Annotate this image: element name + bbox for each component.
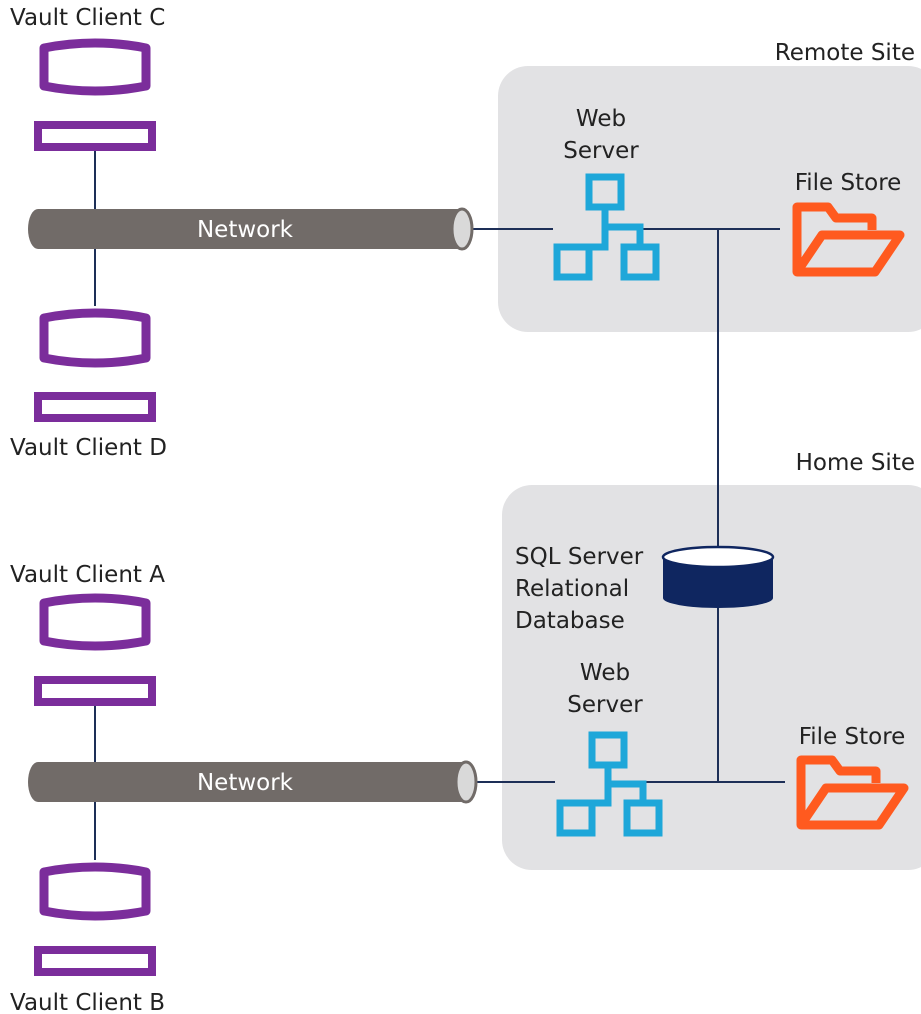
network-label-bottom: Network [197, 770, 294, 796]
folder-open-icon [792, 202, 905, 277]
client-label-d: Vault Client D [10, 435, 167, 461]
remote-web-server-label-line2: Server [563, 138, 639, 164]
folder-open-icon [796, 755, 909, 830]
network-label-top: Network [197, 217, 294, 243]
database-label-line1: SQL Server [515, 544, 644, 570]
home-site-panel [502, 485, 921, 870]
computer-icon [34, 38, 156, 151]
database-label-line3: Database [515, 608, 625, 634]
database-label-line2: Relational [515, 576, 629, 602]
client-label-c: Vault Client C [10, 5, 165, 31]
computer-icon [34, 593, 156, 706]
hierarchy-icon [553, 173, 660, 281]
home-web-server-label-line1: Web [580, 660, 630, 686]
remote-site-label: Remote Site [775, 40, 915, 66]
database-icon [661, 545, 775, 608]
remote-file-store-label: File Store [795, 170, 902, 196]
client-label-a: Vault Client A [10, 562, 165, 588]
connection-lines [94, 150, 785, 860]
home-site-label: Home Site [796, 450, 915, 476]
computer-icon [34, 862, 156, 976]
hierarchy-icon [556, 731, 663, 837]
remote-site-panel [498, 66, 921, 332]
home-file-store-label: File Store [799, 724, 906, 750]
home-web-server-label-line2: Server [567, 692, 643, 718]
network-pipe-bottom: Network [28, 760, 478, 804]
client-label-b: Vault Client B [10, 990, 165, 1014]
remote-web-server-label-line1: Web [576, 106, 626, 132]
network-pipe-top: Network [28, 207, 474, 251]
computer-icon [34, 308, 156, 422]
